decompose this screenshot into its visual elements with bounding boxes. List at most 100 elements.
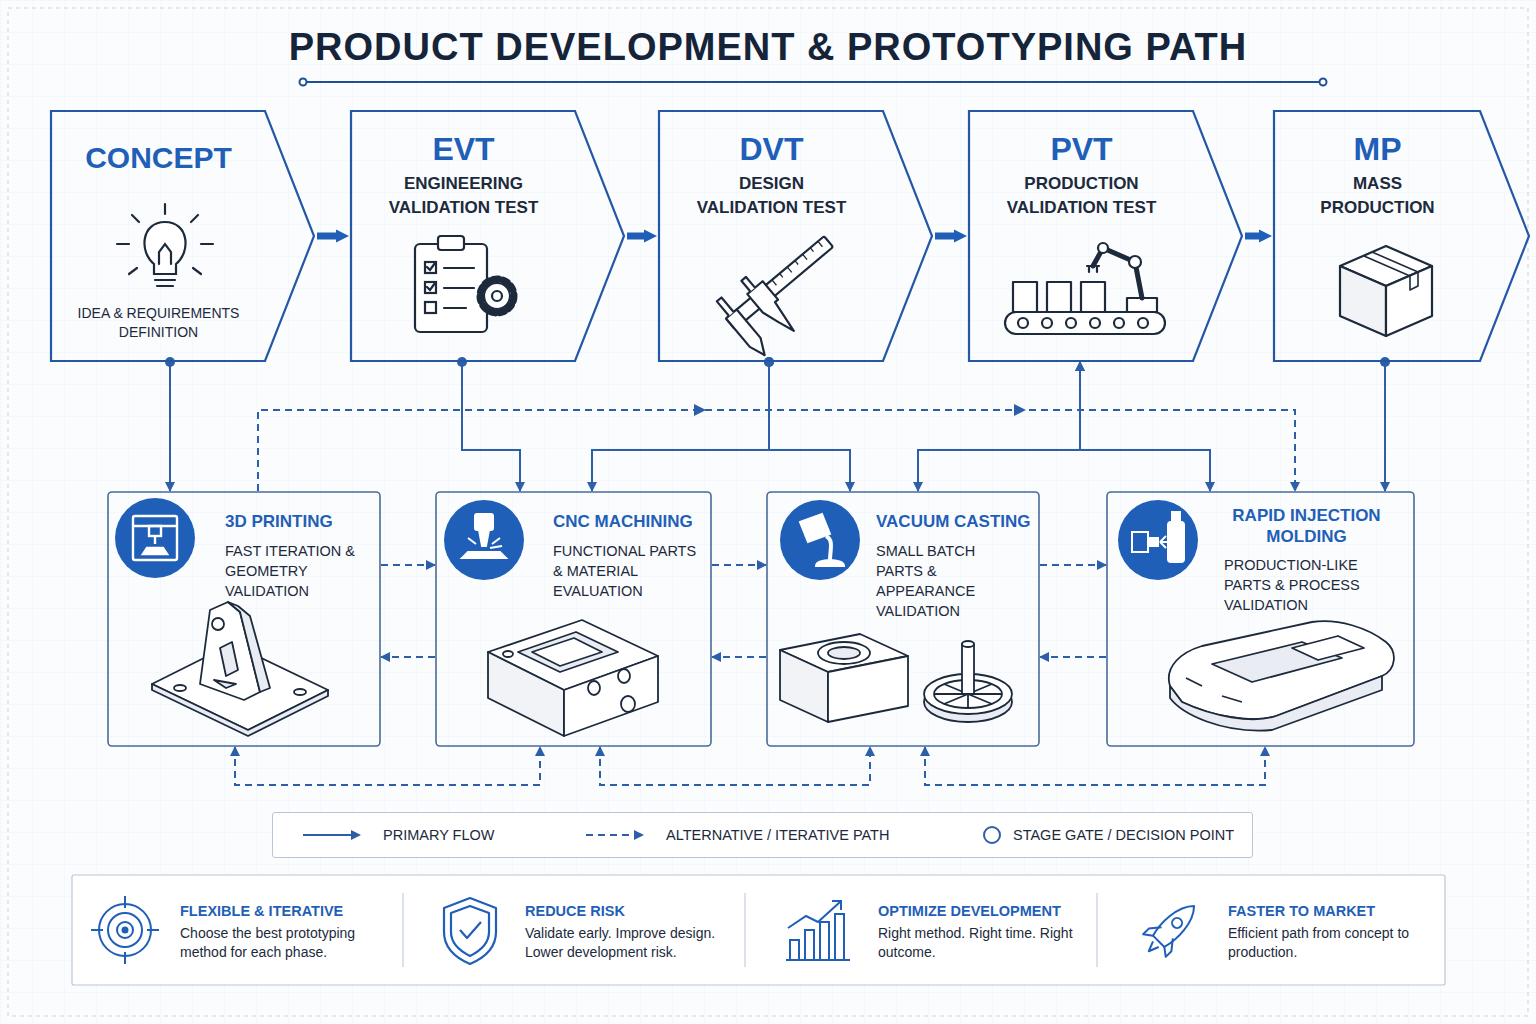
- stage-chevron: CONCEPTIDEA & REQUIREMENTS DEFINITION: [50, 110, 315, 362]
- primary-flow-arrow: [935, 233, 954, 240]
- stage-method-link: [592, 362, 769, 491]
- benefit-item: OPTIMIZE DEVELOPMENTRight method. Right …: [760, 880, 1095, 980]
- printed-bracket-part: [214, 680, 236, 688]
- box-outline: [767, 492, 1039, 746]
- primary-flow-arrow: [1245, 233, 1259, 240]
- printer-badge: [143, 548, 167, 554]
- chevron-outline: [351, 111, 624, 361]
- molding-badge: [1132, 512, 1184, 562]
- machined-block-part: [588, 681, 600, 695]
- production-line-icon: [1093, 248, 1142, 298]
- legend-item: STAGE GATE / DECISION POINT: [981, 813, 1234, 857]
- printed-bracket-part: [212, 618, 224, 630]
- stage-subtitle: PRODUCTION VALIDATION TEST: [999, 172, 1164, 220]
- legend-sample: [584, 825, 646, 845]
- stage-chevron: MPMASS PRODUCTION: [1273, 110, 1530, 362]
- checklist-gear-icon: [480, 279, 514, 313]
- production-line-icon: [1018, 318, 1028, 328]
- growth-chart-icon: [835, 914, 844, 960]
- growth-chart-icon: [805, 930, 814, 960]
- stage-method-link: [462, 362, 520, 491]
- chevron-outline: [969, 111, 1242, 361]
- stage-title: CONCEPT: [50, 140, 267, 176]
- method-title: 3D PRINTING: [225, 511, 373, 532]
- lightbulb-icon: [157, 285, 173, 287]
- chevron-outline: [51, 111, 314, 361]
- machined-block-part: [518, 632, 618, 672]
- checklist-gear-icon: [492, 291, 502, 301]
- legend-text: ALTERNATIVE / ITERATIVE PATH: [666, 827, 889, 843]
- legend-sample: [351, 830, 361, 840]
- checklist-gear-icon: [415, 236, 514, 332]
- checklist-gear-icon: [484, 283, 510, 309]
- method-description: FAST ITERATION & GEOMETRY VALIDATION: [225, 541, 375, 601]
- title-underline: [300, 79, 307, 86]
- printed-bracket-part: [228, 602, 270, 692]
- legend-sample: [634, 830, 644, 840]
- caliper-icon: [717, 298, 734, 316]
- legend-sample: [586, 834, 634, 836]
- checklist-gear-icon: [427, 283, 435, 290]
- cast-housing-part: [780, 634, 908, 722]
- checklist-gear-icon: [425, 262, 436, 273]
- shield-icon: [460, 922, 481, 938]
- growth-chart-icon: [786, 959, 850, 961]
- benefit-description: Choose the best prototyping method for e…: [180, 924, 380, 962]
- cast-housing-part: [828, 656, 908, 722]
- cnc-badge: [462, 514, 506, 558]
- chevron-outline: [1274, 111, 1529, 361]
- title-underline: [306, 81, 1320, 83]
- checklist-gear-icon: [425, 282, 436, 293]
- method-description: FUNCTIONAL PARTS & MATERIAL EVALUATION: [553, 541, 703, 601]
- lightbulb-icon: [132, 215, 139, 222]
- rocket-icon: [1151, 899, 1201, 949]
- box-outline: [436, 492, 711, 746]
- iterative-path: [712, 564, 766, 566]
- rocket-icon: [1170, 916, 1184, 930]
- benefit-title: FASTER TO MARKET: [1228, 902, 1434, 921]
- legend-sample: [301, 825, 363, 845]
- stage-subtitle: ENGINEERING VALIDATION TEST: [381, 172, 546, 220]
- molded-shell-part: [1292, 636, 1364, 660]
- stage-title: PVT: [968, 130, 1195, 168]
- cnc-badge: [444, 500, 524, 580]
- iterative-path: [258, 410, 1295, 491]
- target-icon: [123, 928, 128, 933]
- molding-badge: [1160, 536, 1168, 548]
- checklist-gear-icon: [438, 236, 464, 250]
- production-line-icon: [1047, 282, 1071, 312]
- checklist-gear-icon: [444, 307, 466, 309]
- iterative-path: [712, 656, 766, 658]
- lightbulb-icon: [159, 244, 171, 264]
- pour-badge: [816, 560, 844, 566]
- legend-item: PRIMARY FLOW: [301, 813, 494, 857]
- iterative-path: [925, 747, 1265, 785]
- pour-badge: [780, 500, 860, 580]
- cast-wheel-part: [924, 641, 1012, 722]
- stage-method-link: [769, 362, 850, 491]
- benefits-panel: [72, 875, 1445, 985]
- printed-bracket-part: [174, 685, 186, 691]
- cnc-badge: [475, 514, 493, 530]
- shield-icon: [451, 906, 489, 956]
- target-icon: [99, 904, 151, 956]
- molding-badge: [1172, 512, 1180, 522]
- stage-title: MP: [1273, 130, 1482, 168]
- title-underline: [1320, 79, 1327, 86]
- caliper-icon: [787, 267, 791, 272]
- method-description: PRODUCTION-LIKE PARTS & PROCESS VALIDATI…: [1224, 555, 1402, 615]
- cast-housing-part: [818, 642, 870, 664]
- checklist-gear-icon: [425, 302, 436, 313]
- target-icon: [147, 929, 159, 931]
- benefit-item: FASTER TO MARKETEfficient path from conc…: [1110, 880, 1440, 980]
- molding-badge: [1148, 538, 1158, 546]
- cnc-badge: [462, 552, 506, 558]
- panel-divider: [402, 893, 403, 967]
- method-box: RAPID INJECTION MOLDINGPRODUCTION-LIKE P…: [1106, 491, 1415, 747]
- iterative-path: [381, 564, 435, 566]
- shipping-box-icon: [1340, 246, 1432, 336]
- target-icon: [124, 952, 126, 964]
- growth-chart-icon: [832, 901, 841, 910]
- production-line-icon: [1013, 282, 1037, 312]
